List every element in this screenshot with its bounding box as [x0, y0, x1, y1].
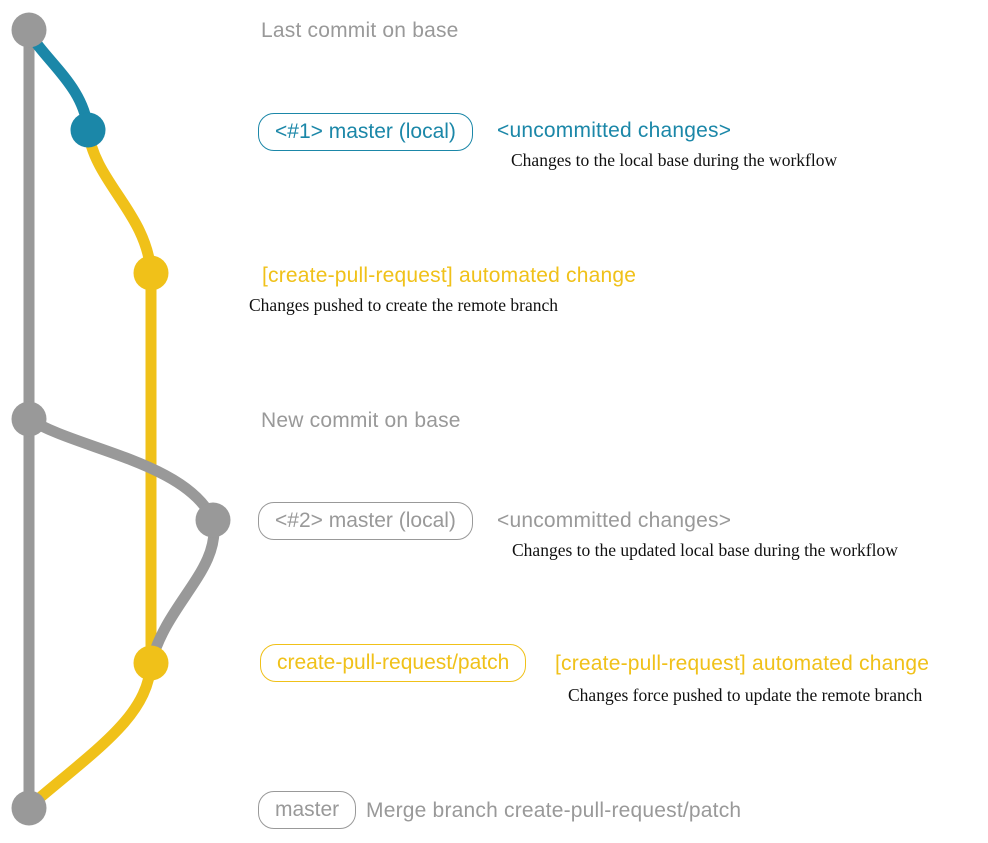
last-commit-label: Last commit on base [261, 19, 459, 42]
node-patch-commit-1 [133, 255, 169, 291]
uncommitted-changes-2-heading: <uncommitted changes> [497, 509, 732, 532]
branch-badge-master-local-1: <#1> master (local) [258, 113, 473, 151]
edge-patch-to-merge [26, 662, 157, 811]
automated-change-2-desc: Changes force pushed to update the remot… [568, 685, 923, 705]
uncommitted-changes-1-heading: <uncommitted changes> [497, 119, 732, 142]
node-uncommitted-2 [195, 502, 231, 538]
uncommitted-changes-2-desc: Changes to the updated local base during… [512, 540, 898, 560]
automated-change-1-heading: [create-pull-request] automated change [262, 264, 637, 287]
commit-graph [11, 12, 231, 826]
edge-uncommitted-2 [26, 414, 219, 523]
automated-change-1-desc: Changes pushed to create the remote bran… [249, 295, 559, 315]
node-new-base-commit [11, 401, 47, 437]
branch-badge-patch: create-pull-request/patch [260, 644, 527, 682]
new-commit-label: New commit on base [261, 409, 461, 432]
branch-badge-master-local-2: <#2> master (local) [258, 502, 473, 540]
branch-badge-master: master [258, 791, 357, 829]
node-patch-commit-2 [133, 645, 169, 681]
node-last-commit [11, 12, 47, 48]
node-merge-commit [11, 790, 47, 826]
uncommitted-changes-1-desc: Changes to the local base during the wor… [511, 150, 838, 170]
automated-change-2-heading: [create-pull-request] automated change [555, 652, 930, 675]
edge-rebase-to-patch [146, 518, 220, 662]
node-uncommitted-1 [70, 112, 106, 148]
edge-patch-create [82, 129, 157, 274]
merge-commit-label: Merge branch create-pull-request/patch [366, 799, 742, 822]
